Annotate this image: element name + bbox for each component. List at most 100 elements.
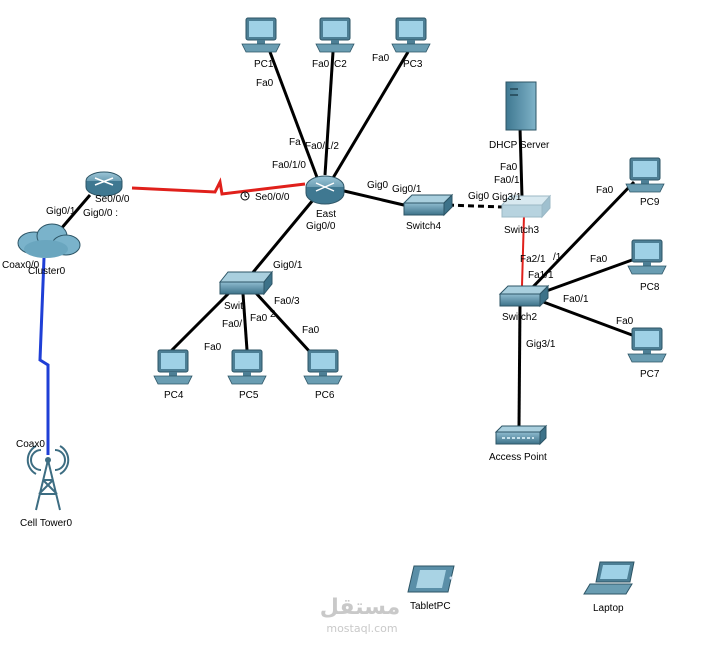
laptop-device[interactable]: [583, 561, 635, 595]
mostaql-watermark: مستقل mostaql.com: [320, 595, 400, 635]
pc5-device[interactable]: [227, 349, 267, 385]
cell-tower-device[interactable]: [26, 445, 70, 511]
port-label: /1: [553, 252, 562, 263]
link-pc2-east[interactable]: [323, 51, 335, 176]
port-label: Gig3/1: [492, 192, 522, 203]
pc6-device[interactable]: [303, 349, 343, 385]
link-pc3-east[interactable]: [331, 51, 410, 179]
port-label: Gig0: [367, 180, 389, 191]
device-labels: PC1 C2 PC3 DHCP Server East Cluster0 Swi…: [20, 59, 660, 614]
cell-tower-label: Cell Tower0: [20, 518, 72, 529]
pc-icon: [627, 327, 667, 363]
pc8-device[interactable]: [627, 239, 667, 275]
pc-icon: [153, 349, 193, 385]
tablet-label: TabletPC: [410, 601, 451, 612]
dhcp-label: DHCP Server: [489, 140, 550, 151]
link-router-cloud[interactable]: [58, 194, 92, 231]
link-pc1-east[interactable]: [268, 51, 320, 181]
pc6-label: PC6: [315, 390, 335, 401]
cloud-device[interactable]: [17, 223, 81, 258]
pc-icon: [303, 349, 343, 385]
switch4-label: Switch4: [406, 221, 441, 232]
pc-icon: [315, 17, 355, 53]
pc7-device[interactable]: [627, 327, 667, 363]
switch3-device[interactable]: [500, 194, 552, 219]
port-label: Gig0: [468, 191, 490, 202]
port-label: Fa0: [372, 53, 390, 64]
link-serial-router-east[interactable]: [131, 177, 306, 196]
pc2-label: C2: [334, 59, 347, 70]
pc9-label: PC9: [640, 197, 660, 208]
port-label: Fa0: [616, 316, 634, 327]
dhcp-server-device[interactable]: [505, 81, 537, 131]
access-point-device[interactable]: [494, 424, 548, 446]
port-label: Fa1/1: [528, 270, 554, 281]
port-label: Fa0/1/2: [305, 141, 339, 152]
port-label: Fa0: [596, 185, 614, 196]
link-switch2-pc7[interactable]: [537, 298, 633, 337]
switch4-device[interactable]: [402, 193, 454, 217]
cloud-icon: [24, 240, 68, 258]
port-label: Fa0/1: [563, 294, 589, 305]
port-label: Fa0: [250, 313, 268, 324]
pc-icon: [241, 17, 281, 53]
link-switch2-pc8[interactable]: [537, 258, 633, 296]
port-label: Fa0/3: [274, 296, 300, 307]
link-east-leftswitch[interactable]: [243, 193, 320, 283]
left-switch-label: Swit: [224, 301, 243, 312]
port-labels: Fa0 Fa0 Fa0 Fa Fa0/1/2 Fa0/1/0 Se0/0/0 G…: [2, 53, 634, 450]
port-label: Fa0/1/0: [272, 160, 306, 171]
pc1-device[interactable]: [241, 17, 281, 53]
east-router-device[interactable]: [305, 175, 345, 205]
port-label: Coax0/0: [2, 260, 40, 271]
link-dhcp-switch3[interactable]: [518, 127, 524, 198]
port-label: Gig0/1: [273, 260, 303, 271]
link-coax-cloud-tower[interactable]: [38, 257, 50, 455]
port-label: Gig0/1: [392, 184, 422, 195]
router-arrows-icon: [315, 182, 335, 192]
switch2-label: Switch2: [502, 312, 537, 323]
port-label: Coax0: [16, 439, 45, 450]
left-switch-device[interactable]: [218, 270, 274, 296]
port-label: Fa0/1: [494, 175, 520, 186]
clock-icon: [240, 191, 250, 201]
link-switch2-pc9[interactable]: [528, 180, 636, 292]
port-label: Se0/0/0: [95, 194, 130, 205]
tablet-device[interactable]: [407, 565, 455, 593]
pc9-device[interactable]: [625, 157, 665, 193]
port-label: Fa0: [590, 254, 608, 265]
pc3-device[interactable]: [391, 17, 431, 53]
pc-icon: [625, 157, 665, 193]
switch2-device[interactable]: [498, 284, 550, 308]
link-switch3-switch2[interactable]: [521, 214, 525, 287]
port-label: Fa0: [256, 78, 274, 89]
pc2-device[interactable]: [315, 17, 355, 53]
link-switch2-ap[interactable]: [517, 302, 522, 428]
pc-icon: [627, 239, 667, 275]
link-east-switch4[interactable]: [339, 188, 409, 208]
link-leftswitch-pc6[interactable]: [253, 290, 312, 354]
pc3-label: PC3: [403, 59, 423, 70]
port-label: Fa0/: [222, 319, 242, 330]
link-leftswitch-pc4[interactable]: [168, 290, 232, 354]
switch3-label: Switch3: [504, 225, 539, 236]
pc-icon: [391, 17, 431, 53]
pc4-device[interactable]: [153, 349, 193, 385]
left-router-device[interactable]: [85, 171, 123, 197]
port-label: Gig0/0: [306, 221, 336, 232]
link-leftswitch-pc5[interactable]: [241, 293, 249, 351]
port-label: Gig0/0 :: [83, 208, 118, 219]
link-switch4-switch3[interactable]: [447, 203, 504, 209]
pc7-label: PC7: [640, 369, 660, 380]
port-label: Gig0/1: [46, 206, 76, 217]
pc4-label: PC4: [164, 390, 184, 401]
port-label: Fa0: [302, 325, 320, 336]
pc5-label: PC5: [239, 390, 259, 401]
pc-icon: [227, 349, 267, 385]
east-router-label: East: [316, 209, 336, 220]
port-label: Fa0: [312, 59, 330, 70]
port-label: Gig3/1: [526, 339, 556, 350]
port-label: Fa0: [500, 162, 518, 173]
signal-waves-icon: [26, 445, 70, 475]
